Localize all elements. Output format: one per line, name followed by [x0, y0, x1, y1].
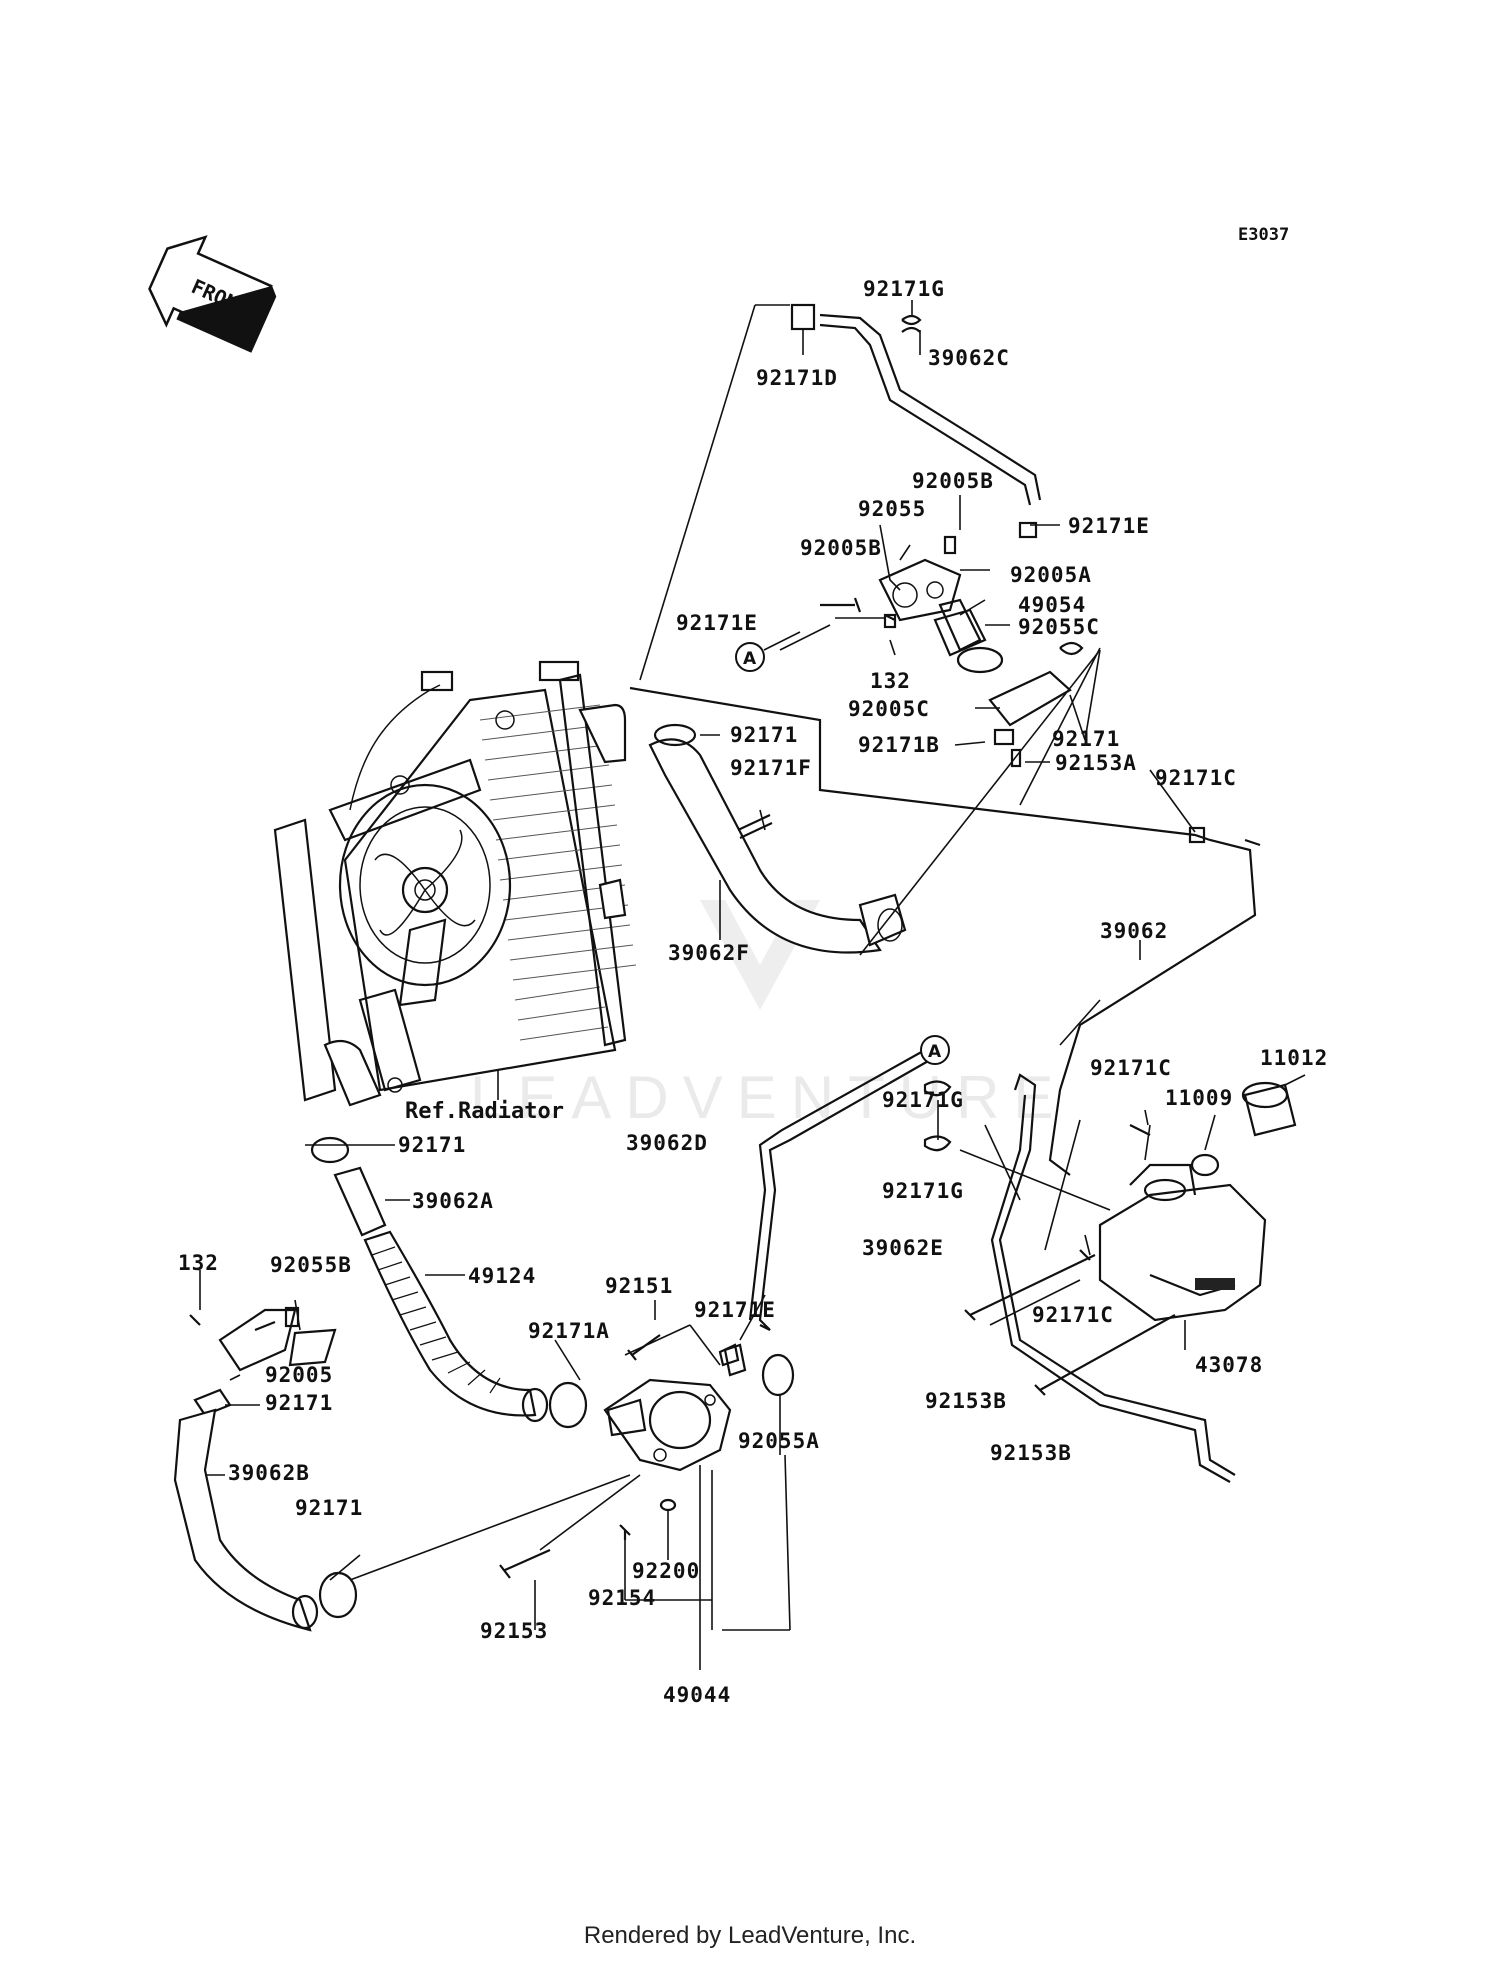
- label-92005B-a: 92005B: [912, 469, 994, 493]
- watermark: LEADVENTURE: [470, 900, 1067, 1131]
- radiator-fins: [479, 704, 637, 1041]
- front-arrow: FRONT: [148, 235, 277, 353]
- label-92055C: 92055C: [1018, 615, 1100, 639]
- bolt-92153B-b: [1034, 1314, 1176, 1396]
- label-92055A: 92055A: [738, 1429, 820, 1453]
- washer-92200: [659, 1498, 677, 1512]
- label-92153B-a: 92153B: [925, 1389, 1007, 1413]
- hose-49124: [363, 1230, 537, 1417]
- label-92055: 92055: [858, 497, 926, 521]
- label-39062E: 39062E: [862, 1236, 944, 1260]
- label-92153A: 92153A: [1055, 751, 1137, 775]
- hose-39062C: [819, 313, 1042, 501]
- label-39062: 39062: [1100, 919, 1168, 943]
- label-92005: 92005: [265, 1363, 333, 1387]
- radiator-assembly: [273, 660, 637, 1107]
- oring-92055A: [761, 1353, 795, 1397]
- leader-lines: [199, 300, 1306, 1670]
- clamp-92171G-mid1: [923, 1080, 952, 1097]
- gasket-92055B: [288, 1328, 337, 1367]
- label-92005B-b: 92005B: [800, 536, 882, 560]
- bolt-92153: [499, 1548, 551, 1579]
- hose-39062D: [758, 1059, 931, 1331]
- watermark-text: LEADVENTURE: [470, 1064, 1067, 1131]
- label-43078: 43078: [1195, 1353, 1263, 1377]
- label-39062F: 39062F: [668, 941, 750, 965]
- label-92171C-bot: 92171C: [1032, 1303, 1114, 1327]
- label-92171-right: 92171: [1052, 727, 1120, 751]
- diagram-code: E3037: [1238, 225, 1289, 245]
- label-92005A: 92005A: [1010, 563, 1092, 587]
- clamp-92171C-mid: [1129, 1124, 1151, 1136]
- label-92171G-mid1: 92171G: [882, 1088, 964, 1112]
- hose-39062B: [173, 1408, 312, 1632]
- label-49054: 49054: [1018, 593, 1086, 617]
- pipe-92005: [189, 1306, 337, 1372]
- label-39062D: 39062D: [626, 1131, 708, 1155]
- clamp-92171G-mid2: [923, 1135, 952, 1152]
- label-92154: 92154: [588, 1586, 656, 1610]
- label-92171A: 92171A: [528, 1319, 610, 1343]
- clamp-92171C-bot: [1079, 1249, 1091, 1261]
- label-92171G-mid2: 92171G: [882, 1179, 964, 1203]
- label-92171E-bot: 92171E: [694, 1298, 776, 1322]
- label-49124: 49124: [468, 1264, 536, 1288]
- clamp-92171E-bot: [718, 1343, 740, 1367]
- clamp-92171D: [790, 303, 816, 331]
- label-92171C-mid: 92171C: [1090, 1056, 1172, 1080]
- hose-39062: [629, 686, 1257, 1176]
- label-49044: 49044: [663, 1683, 731, 1707]
- clamp-92171A: [548, 1381, 588, 1429]
- label-92200: 92200: [632, 1559, 700, 1583]
- label-92171E-left: 92171E: [676, 611, 758, 635]
- label-92171B: 92171B: [858, 733, 940, 757]
- label-92171E-top: 92171E: [1068, 514, 1150, 538]
- callout-A-bot: A: [920, 1035, 950, 1065]
- label-11009: 11009: [1165, 1086, 1233, 1110]
- label-92005C: 92005C: [848, 697, 930, 721]
- label-92153: 92153: [480, 1619, 548, 1643]
- label-92171-pipe: 92171: [295, 1496, 363, 1520]
- label-92171D: 92171D: [756, 366, 838, 390]
- label-92171F: 92171F: [730, 756, 812, 780]
- label-92171-left: 92171: [265, 1391, 333, 1415]
- bolt-92154: [619, 1524, 631, 1540]
- ref-radiator-label: Ref.Radiator: [405, 1099, 564, 1124]
- label-11012: 11012: [1260, 1046, 1328, 1070]
- label-92153B-b: 92153B: [990, 1441, 1072, 1465]
- bolt-92153B-a: [964, 1254, 1096, 1321]
- label-39062A: 39062A: [412, 1189, 494, 1213]
- callout-A-top: A: [735, 631, 801, 672]
- bolt-132-bot: [189, 1314, 201, 1326]
- label-92171C-top: 92171C: [1155, 766, 1237, 790]
- hose-39062F: [648, 723, 907, 954]
- thermostat-housing: [820, 521, 1084, 768]
- clamp-92171G-top: [901, 314, 922, 333]
- callout-A-top-letter: A: [743, 649, 757, 669]
- footer-credit: Rendered by LeadVenture, Inc.: [583, 1922, 917, 1949]
- hose-49124-ribs: [371, 1246, 501, 1394]
- part-labels: 92171G 39062C 92171D 92005B 92055 92171E…: [178, 277, 1328, 1707]
- label-39062C: 39062C: [928, 346, 1010, 370]
- label-132-top: 132: [870, 669, 911, 693]
- label-92055B: 92055B: [270, 1253, 352, 1277]
- label-92151: 92151: [605, 1274, 673, 1298]
- hose-39062C-inner: [819, 323, 1032, 506]
- label-92171-hose: 92171: [730, 723, 798, 747]
- clamp-92171-bot1: [310, 1136, 350, 1164]
- reserve-tank: [990, 1073, 1297, 1483]
- hose-39062A: [333, 1166, 387, 1237]
- label-92171-bot1: 92171: [398, 1133, 466, 1157]
- label-92171G-top: 92171G: [863, 277, 945, 301]
- bolt-92151: [627, 1334, 661, 1361]
- clamp-92171C-top: [1188, 826, 1206, 844]
- label-39062B: 39062B: [228, 1461, 310, 1485]
- callout-A-bot-letter: A: [928, 1042, 942, 1062]
- label-132-bot: 132: [178, 1251, 219, 1275]
